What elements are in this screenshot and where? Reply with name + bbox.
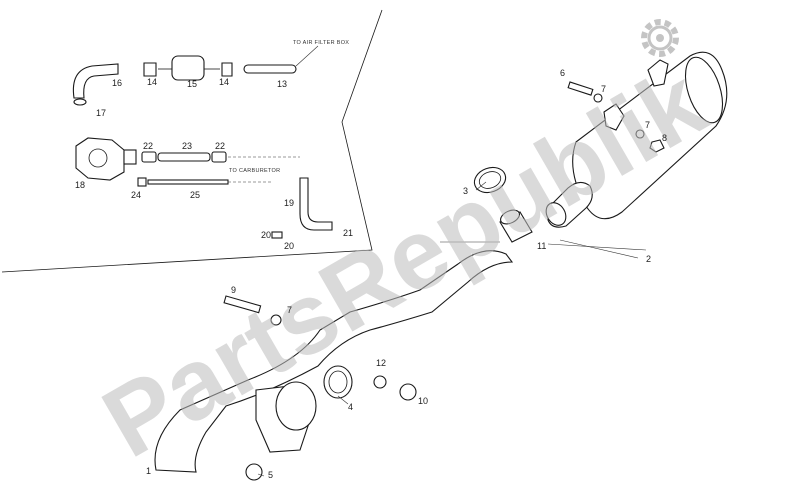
part-18-outlet: [123, 149, 137, 165]
part-4-gasket: [323, 365, 353, 399]
note-air-filter: TO AIR FILTER BOX: [293, 40, 349, 46]
air-filter-leader: [295, 45, 319, 67]
part-19-hose: [299, 177, 333, 231]
label-part-2: 2: [646, 254, 651, 264]
label-part-23: 23: [182, 141, 192, 151]
part-24-clip: [137, 177, 147, 187]
part-3-clamp-inner: [478, 171, 502, 189]
label-part-10: 10: [418, 396, 428, 406]
part-2-inlet-mouth: [545, 202, 567, 226]
part-3-clamp: [473, 166, 507, 194]
label-part-13: 13: [277, 79, 287, 89]
label-part-22-b: 22: [215, 141, 225, 151]
part-10-nut: [399, 383, 417, 401]
label-part-14-b: 14: [219, 77, 229, 87]
label-part-8: 8: [662, 133, 667, 143]
label-part-7-b: 7: [645, 120, 650, 130]
label-part-18: 18: [75, 180, 85, 190]
watermark: PartsRepublik: [85, 46, 724, 479]
label-part-7-c: 7: [287, 305, 292, 315]
label-part-15: 15: [187, 79, 197, 89]
part-2-endcap: [684, 56, 724, 124]
leader-lines: [257, 181, 647, 477]
part-22-connector-b: [211, 151, 227, 163]
label-part-9: 9: [231, 285, 236, 295]
part-11-sleeve-end: [500, 209, 520, 225]
label-part-17: 17: [96, 108, 106, 118]
part-15-valve: [171, 55, 205, 81]
label-part-22-a: 22: [143, 141, 153, 151]
label-part-24: 24: [131, 190, 141, 200]
part-5-nut: [245, 463, 263, 481]
part-20-clamp: [271, 231, 283, 239]
label-part-20-a: 20: [261, 230, 271, 240]
label-part-16: 16: [112, 78, 122, 88]
note-carburetor: TO CARBURETOR: [229, 168, 280, 174]
part-2-bracket-top: [647, 59, 669, 87]
part-18-port: [88, 148, 108, 168]
part-23-tube: [157, 152, 211, 162]
label-part-1: 1: [146, 466, 151, 476]
part-17-clip: [73, 98, 87, 106]
part-22-connector-a: [141, 151, 157, 163]
part-25-rod: [147, 179, 229, 185]
part-7-washer-a: [593, 93, 603, 103]
label-part-21: 21: [343, 228, 353, 238]
label-part-19: 19: [284, 198, 294, 208]
gear-icon: [641, 19, 679, 57]
label-part-25: 25: [190, 190, 200, 200]
part-2-bracket-front: [603, 103, 625, 131]
label-part-6: 6: [560, 68, 565, 78]
label-part-12: 12: [376, 358, 386, 368]
part-1-port: [275, 381, 317, 431]
inset-border: [1, 9, 383, 273]
label-part-11: 11: [537, 241, 546, 251]
part-8-nut: [649, 139, 665, 153]
part-4-gasket-inner: [328, 370, 348, 394]
part-9-stud: [223, 295, 262, 314]
part-12-washer: [373, 375, 387, 389]
label-part-7-a: 7: [601, 84, 606, 94]
label-part-5: 5: [268, 470, 273, 480]
label-part-3: 3: [463, 186, 468, 196]
label-part-14-a: 14: [147, 77, 157, 87]
part-13-hose: [243, 64, 297, 74]
part-14-clamp-b: [221, 62, 233, 77]
part-18-valve-body: [75, 137, 125, 181]
part-14-clamp-a: [143, 62, 157, 77]
part-16-hose: [72, 63, 119, 99]
part-6-bolt: [567, 81, 594, 96]
label-part-20-b: 20: [284, 241, 294, 251]
part-7-washer-c: [270, 314, 282, 326]
label-part-4: 4: [348, 402, 353, 412]
part-7-washer-b: [635, 129, 645, 139]
